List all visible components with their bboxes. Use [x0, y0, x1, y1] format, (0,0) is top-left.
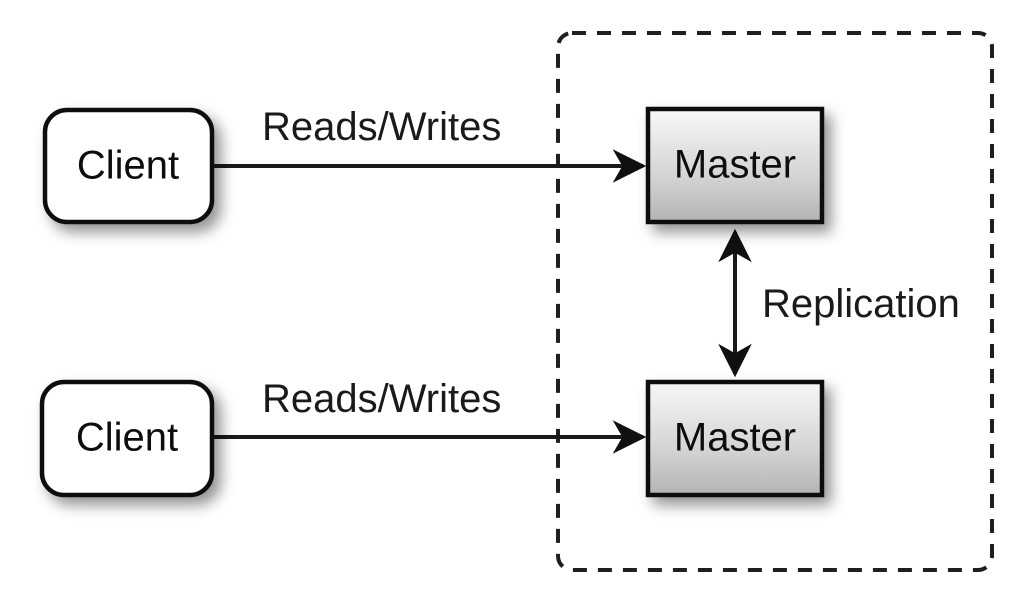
client-bottom-node[interactable]: [39, 379, 215, 498]
edge-label-replication: Replication: [762, 282, 960, 326]
client-top-node[interactable]: [42, 107, 215, 225]
client-top-label: Client: [77, 144, 179, 188]
master-bottom-label: Master: [674, 416, 796, 460]
master-bottom-shape: [645, 379, 825, 498]
client-top-shape: [42, 107, 215, 225]
master-top-node[interactable]: [645, 106, 825, 225]
master-top-label: Master: [674, 143, 796, 187]
edge-label-reads-writes-bottom: Reads/Writes: [262, 377, 501, 421]
edge-label-reads-writes-top: Reads/Writes: [262, 105, 501, 149]
client-bottom-shape: [39, 379, 215, 498]
replication-group-boundary: [556, 31, 994, 572]
master-top-shape: [645, 106, 825, 225]
master-bottom-node[interactable]: [645, 379, 825, 498]
client-bottom-label: Client: [76, 416, 178, 460]
